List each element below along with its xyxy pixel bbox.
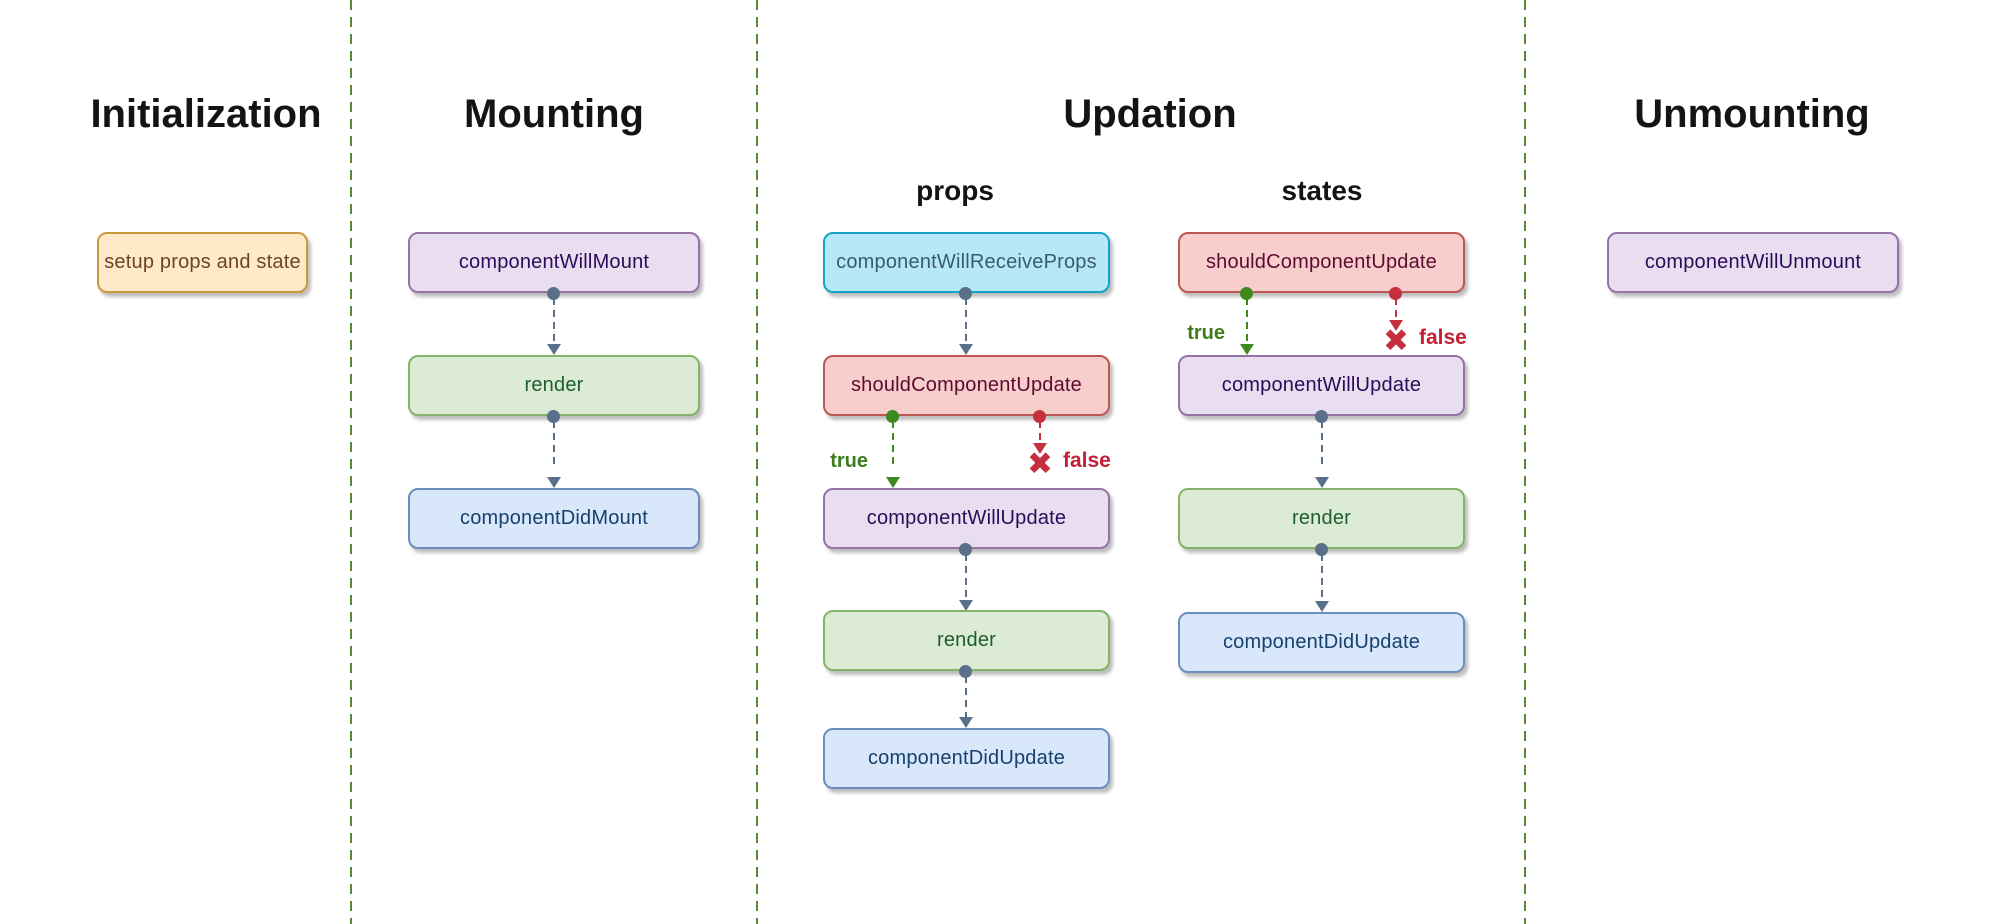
node-componentwillupdate-states: componentWillUpdate [1178, 355, 1465, 416]
section-title-unmounting: Unmounting [1634, 92, 1870, 136]
arrowhead-down-icon [547, 344, 561, 355]
false-arrowhead-down-icon [1389, 320, 1403, 331]
arrowhead-down-icon [959, 344, 973, 355]
node-componentwillreceiveprops: componentWillReceiveProps [823, 232, 1110, 293]
arrowhead-down-icon [1315, 477, 1329, 488]
arrow-origin-dot [959, 543, 972, 556]
node-componentdidupdate-props: componentDidUpdate [823, 728, 1110, 789]
arrow-line [1321, 421, 1323, 467]
section-title-mounting: Mounting [464, 92, 644, 136]
true-label: true [1187, 322, 1225, 344]
arrow-line [965, 676, 967, 718]
arrow-origin-dot [1315, 543, 1328, 556]
node-setup-props-and-state: setup props and state [97, 232, 308, 293]
section-title-initialization: Initialization [90, 92, 322, 136]
arrowhead-down-icon [959, 717, 973, 728]
true-arrowhead-down-icon [886, 477, 900, 488]
node-componentdidmount: componentDidMount [408, 488, 700, 549]
arrow-line [965, 554, 967, 600]
column-label-states: states [1281, 175, 1363, 206]
false-arrow-origin-dot [1033, 410, 1046, 423]
arrow-line [1321, 554, 1323, 601]
true-arrow-line [1246, 298, 1248, 344]
false-label: false [1419, 326, 1467, 349]
false-label: false [1063, 449, 1111, 472]
arrow-origin-dot [959, 287, 972, 300]
section-divider [350, 0, 352, 924]
arrow-line [553, 421, 555, 467]
arrow-origin-dot [1315, 410, 1328, 423]
section-title-updation: Updation [1063, 92, 1237, 136]
arrowhead-down-icon [547, 477, 561, 488]
arrowhead-down-icon [1315, 601, 1329, 612]
true-label: true [830, 450, 868, 472]
node-render-mounting: render [408, 355, 700, 416]
true-arrow-line [892, 421, 894, 467]
node-render-states: render [1178, 488, 1465, 549]
node-shouldcomponentupdate-props: shouldComponentUpdate [823, 355, 1110, 416]
node-shouldcomponentupdate-states: shouldComponentUpdate [1178, 232, 1465, 293]
false-arrow-line [1395, 298, 1397, 320]
node-componentwillupdate-props: componentWillUpdate [823, 488, 1110, 549]
cross-icon: ✖ [1383, 323, 1409, 359]
section-divider [1524, 0, 1526, 924]
true-arrow-origin-dot [1240, 287, 1253, 300]
cross-icon: ✖ [1027, 446, 1053, 482]
column-label-props: props [916, 175, 994, 206]
true-arrow-origin-dot [886, 410, 899, 423]
node-componentwillunmount: componentWillUnmount [1607, 232, 1899, 293]
arrow-line [553, 298, 555, 344]
arrow-origin-dot [959, 665, 972, 678]
arrowhead-down-icon [959, 600, 973, 611]
arrow-origin-dot [547, 287, 560, 300]
node-render-props: render [823, 610, 1110, 671]
false-arrow-line [1039, 421, 1041, 443]
arrow-line [965, 298, 967, 344]
arrow-origin-dot [547, 410, 560, 423]
false-arrowhead-down-icon [1033, 443, 1047, 454]
true-arrowhead-down-icon [1240, 344, 1254, 355]
node-componentdidupdate-states: componentDidUpdate [1178, 612, 1465, 673]
false-arrow-origin-dot [1389, 287, 1402, 300]
section-divider [756, 0, 758, 924]
node-componentwillmount: componentWillMount [408, 232, 700, 293]
